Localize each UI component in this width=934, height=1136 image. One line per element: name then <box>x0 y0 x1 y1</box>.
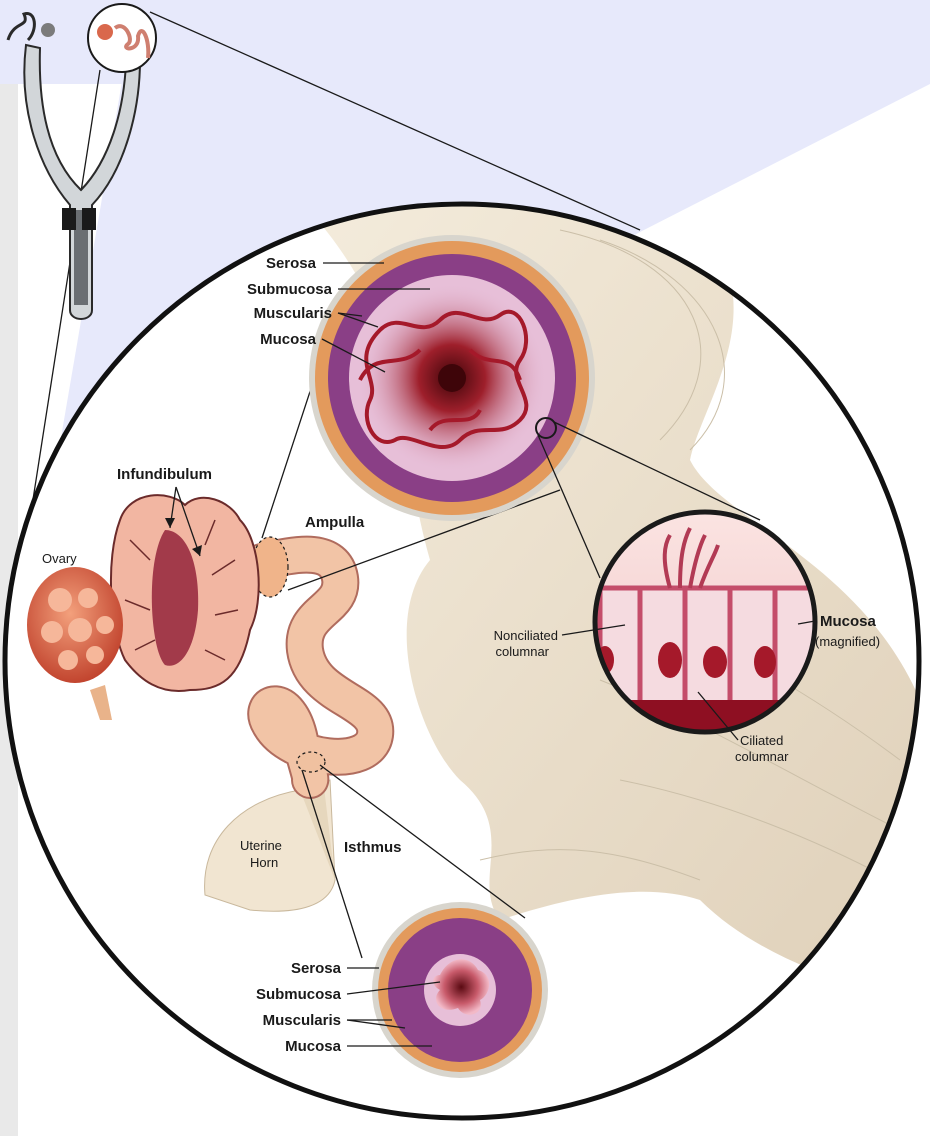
upper-muscularis-leader-1 <box>337 312 363 317</box>
magnify-line-2 <box>553 421 761 521</box>
lower-serosa-label: Serosa <box>291 960 342 977</box>
upper-serosa-label: Serosa <box>266 255 317 272</box>
infundibulum-arrow-1 <box>165 518 175 528</box>
infundibulum <box>109 494 260 692</box>
lower-muscularis-label: Muscularis <box>263 1012 341 1029</box>
mucosa-magnified-note: (magnified) <box>815 634 880 649</box>
infundibulum-label: Infundibulum <box>117 466 212 483</box>
main-view-outline <box>2 201 922 1121</box>
upper-mucosa-leader <box>321 338 386 373</box>
mucosa-magnified <box>592 509 818 735</box>
lower-muscularis-leader-2 <box>346 1019 406 1029</box>
ovary-label: Ovary <box>42 551 77 566</box>
uterine-horn-label-1: Uterine <box>240 838 282 853</box>
isthmus-cross-section <box>372 902 548 1078</box>
nonciliated-leader <box>561 624 626 636</box>
isthmus-cut-marker <box>296 751 326 773</box>
ciliated-label-2: columnar <box>735 749 789 764</box>
ampulla-zoom-line-2 <box>287 489 561 591</box>
zoom-cone-right-edge <box>149 11 641 231</box>
nonciliated-label-2: columnar <box>496 644 550 659</box>
ciliated-leader <box>697 691 739 741</box>
lower-submucosa-label: Submucosa <box>256 986 342 1003</box>
thumbnail-oviduct <box>97 24 151 59</box>
mucosa-magnified-leader <box>797 620 816 625</box>
upper-muscularis-leader-2 <box>337 312 379 328</box>
isthmus-label: Isthmus <box>344 839 402 856</box>
zoom-cone-left-edge <box>21 69 101 571</box>
lower-submucosa-leader <box>346 981 441 995</box>
ovary <box>27 567 123 720</box>
upper-submucosa-label: Submucosa <box>247 281 333 298</box>
infundibulum-leader-2 <box>175 486 201 557</box>
upper-muscularis-label: Muscularis <box>254 305 332 322</box>
mucosa-zoom-spot <box>535 417 557 439</box>
ciliated-label-1: Ciliated <box>740 733 783 748</box>
mucosa-magnified-label: Mucosa <box>820 613 877 630</box>
ampulla-label: Ampulla <box>305 514 365 531</box>
nonciliated-label-1: Nonciliated <box>494 628 558 643</box>
isthmus-zoom-line-1 <box>301 769 363 959</box>
infundibulum-arrow-2 <box>192 545 202 556</box>
lower-mucosa-label: Mucosa <box>285 1038 342 1055</box>
ampulla-cut-marker <box>251 536 289 598</box>
ampulla-cross-section <box>309 235 595 521</box>
isthmus-zoom-line-2 <box>319 764 526 919</box>
thumbnail-magnifier <box>87 3 157 73</box>
uterine-horn-label-2: Horn <box>250 855 278 870</box>
magnify-line-1 <box>537 434 601 579</box>
upper-mucosa-label: Mucosa <box>260 331 317 348</box>
